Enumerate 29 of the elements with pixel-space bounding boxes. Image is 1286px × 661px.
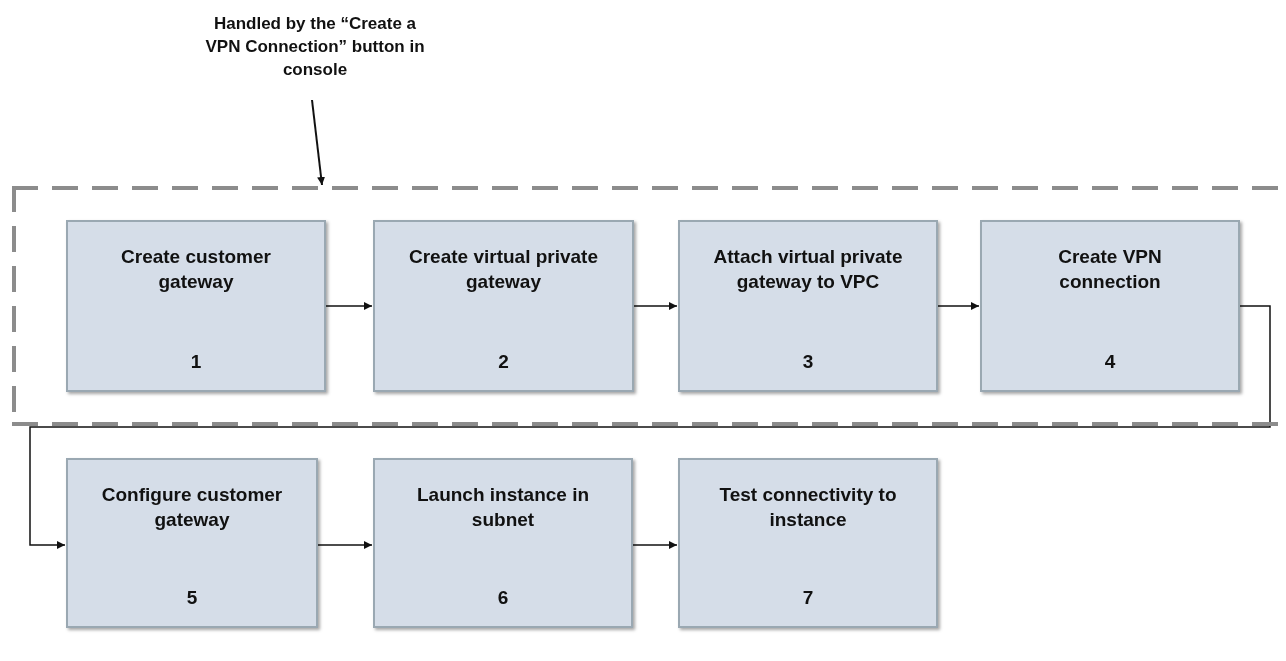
step-label: Launch instance in subnet: [415, 483, 591, 532]
step-label: Test connectivity to instance: [718, 483, 898, 532]
process-box: [980, 220, 1240, 392]
step-number: 5: [186, 586, 198, 610]
leader-line: [311, 99, 326, 186]
process-box: [66, 458, 318, 628]
process-box: [678, 458, 938, 628]
step-number: 4: [1104, 350, 1116, 374]
process-box: [66, 220, 326, 392]
step-number: 7: [802, 586, 814, 610]
arrow: [29, 305, 1271, 549]
process-box: [373, 458, 633, 628]
arrow: [317, 541, 373, 549]
step-label: Attach virtual private gateway to VPC: [712, 245, 904, 294]
step-label: Create customer gateway: [120, 245, 272, 294]
annotation-text: Handled by the “Create a VPN Connection” button in console: [200, 6, 430, 86]
step-number: 1: [190, 350, 202, 374]
arrow: [325, 302, 373, 310]
step-label: Create virtual private gateway: [408, 245, 599, 294]
step-number: 3: [802, 350, 814, 374]
process-box: [678, 220, 938, 392]
process-box: [373, 220, 634, 392]
arrow: [633, 302, 678, 310]
arrow: [937, 302, 980, 310]
step-label: Create VPN connection: [1057, 245, 1163, 294]
step-number: 2: [498, 350, 509, 374]
arrow: [632, 541, 678, 549]
step-label: Configure customer gateway: [100, 483, 284, 532]
step-number: 6: [497, 586, 509, 610]
